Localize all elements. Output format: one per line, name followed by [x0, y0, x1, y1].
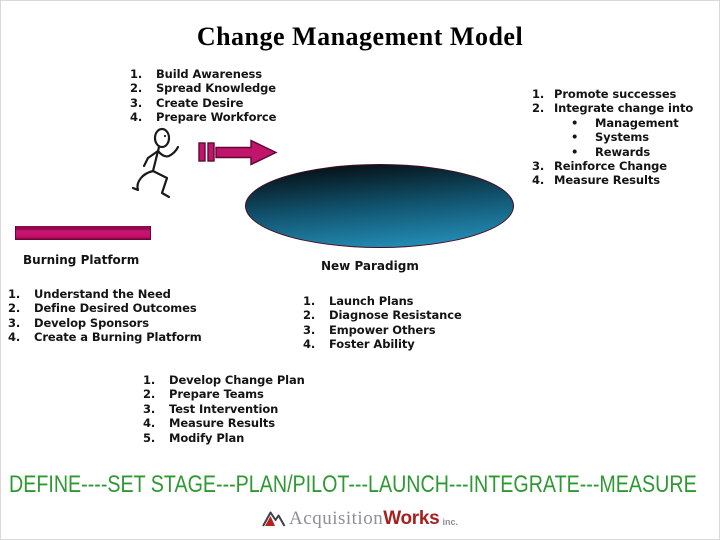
list-item: 4. Prepare Workforce — [130, 110, 276, 124]
list-item: 3. Test Intervention — [143, 402, 305, 416]
new-paradigm-label: New Paradigm — [321, 259, 419, 273]
list-item-text: Systems — [595, 130, 650, 145]
list-item-text: Launch Plans — [329, 294, 414, 308]
list-item-number: 1. — [143, 373, 156, 387]
list-item-text: Diagnose Resistance — [329, 308, 462, 323]
list-item-number: 5. — [143, 430, 156, 445]
list-item: 3. Create Desire — [130, 96, 276, 110]
list-set-stage: 1. Build Awareness 2. Spread Knowledge 3. C… — [130, 67, 276, 125]
list-item-text: Prepare Workforce — [156, 110, 277, 125]
list-item: 4. Measure Results — [532, 173, 693, 187]
new-paradigm-ellipse — [245, 164, 514, 248]
list-item-number: 3. — [8, 315, 21, 330]
list-define: 1. Understand the Need 2. Define Desired O… — [8, 287, 202, 345]
list-item: 4. Create a Burning Platform — [8, 330, 202, 344]
list-item-number: 2. — [8, 301, 21, 316]
list-item-number: 3. — [143, 401, 156, 416]
list-item-text: Build Awareness — [156, 67, 263, 81]
list-item: • Management — [532, 116, 693, 130]
list-item: 2. Prepare Teams — [143, 387, 305, 401]
list-item-text: Prepare Teams — [169, 387, 264, 402]
logo-word-works: Works — [383, 508, 440, 529]
list-item-text: Create a Burning Platform — [34, 330, 202, 345]
phase-timeline-text: DEFINE----SET STAGE---PLAN/PILOT---LAUNC… — [9, 471, 697, 498]
list-item-text: Measure Results — [169, 416, 275, 431]
logo-mark-icon — [262, 511, 286, 527]
list-item: 1. Develop Change Plan — [143, 373, 305, 387]
list-item: 5. Modify Plan — [143, 431, 305, 445]
list-item-number: 4. — [143, 416, 156, 431]
list-item-text: Foster Ability — [329, 337, 415, 352]
bullet-glyph: • — [571, 115, 579, 130]
list-item-text: Test Intervention — [169, 401, 279, 416]
list-item-text: Measure Results — [554, 173, 660, 188]
list-item-text: Spread Knowledge — [156, 81, 277, 96]
list-item-number: 3. — [303, 322, 316, 337]
list-item: 4. Foster Ability — [303, 337, 462, 351]
burning-platform-bar — [15, 226, 151, 240]
list-item: 4. Measure Results — [143, 416, 305, 430]
fast-forward-arrow-icon — [198, 139, 278, 166]
logo-word-acquisition: Acquisition — [289, 508, 384, 529]
list-item-text: Reinforce Change — [554, 159, 667, 174]
list-item: 2. Integrate change into — [532, 101, 693, 115]
list-item-number: 3. — [532, 159, 545, 174]
list-item: 3. Develop Sponsors — [8, 316, 202, 330]
list-item-number: 1. — [303, 294, 316, 308]
list-item-text: Management — [595, 115, 679, 130]
list-item-text: Promote successes — [554, 87, 677, 101]
list-item-number: 4. — [130, 110, 143, 125]
list-item-number: 4. — [532, 173, 545, 188]
list-item-text: Create Desire — [156, 95, 244, 110]
list-item: 3. Reinforce Change — [532, 159, 693, 173]
list-item: 1. Understand the Need — [8, 287, 202, 301]
list-item-number: 1. — [130, 67, 143, 81]
runner-icon — [131, 127, 180, 199]
list-item: 1. Launch Plans — [303, 294, 462, 308]
list-item: • Systems — [532, 130, 693, 144]
list-item-number: 2. — [532, 101, 545, 116]
list-item-number: 2. — [143, 387, 156, 402]
list-item: 1. Build Awareness — [130, 67, 276, 81]
list-item-text: Empower Others — [329, 322, 436, 337]
burning-platform-label: Burning Platform — [23, 253, 140, 267]
list-item-number: 2. — [130, 81, 143, 96]
list-item: 2. Define Desired Outcomes — [8, 301, 202, 315]
list-item-text: Understand the Need — [34, 287, 171, 301]
list-item-number: 1. — [8, 287, 21, 301]
list-item: 3. Empower Others — [303, 323, 462, 337]
list-item-text: Develop Change Plan — [169, 373, 305, 387]
list-item-text: Define Desired Outcomes — [34, 301, 197, 316]
list-item-number: 4. — [303, 337, 316, 352]
list-integrate: 1. Promote successes 2. Integrate change i… — [532, 87, 693, 188]
list-item-text: Rewards — [595, 144, 651, 159]
list-item-text: Modify Plan — [169, 430, 245, 445]
bullet-glyph: • — [571, 130, 579, 145]
page-title: Change Management Model — [196, 22, 524, 51]
list-item: 2. Diagnose Resistance — [303, 308, 462, 322]
logo-suffix-inc: inc. — [442, 517, 458, 527]
list-plan-pilot: 1. Develop Change Plan 2. Prepare Teams 3.… — [143, 373, 305, 445]
list-item-text: Develop Sponsors — [34, 315, 149, 330]
list-item-number: 3. — [130, 95, 143, 110]
list-item-number: 4. — [8, 330, 21, 345]
list-item-number: 2. — [303, 308, 316, 323]
list-launch: 1. Launch Plans 2. Diagnose Resistance 3. E… — [303, 294, 462, 352]
bullet-glyph: • — [571, 144, 579, 159]
list-item: 2. Spread Knowledge — [130, 81, 276, 95]
list-item-number: 1. — [532, 87, 545, 101]
list-item: • Rewards — [532, 145, 693, 159]
list-item-text: Integrate change into — [554, 101, 694, 116]
list-item: 1. Promote successes — [532, 87, 693, 101]
